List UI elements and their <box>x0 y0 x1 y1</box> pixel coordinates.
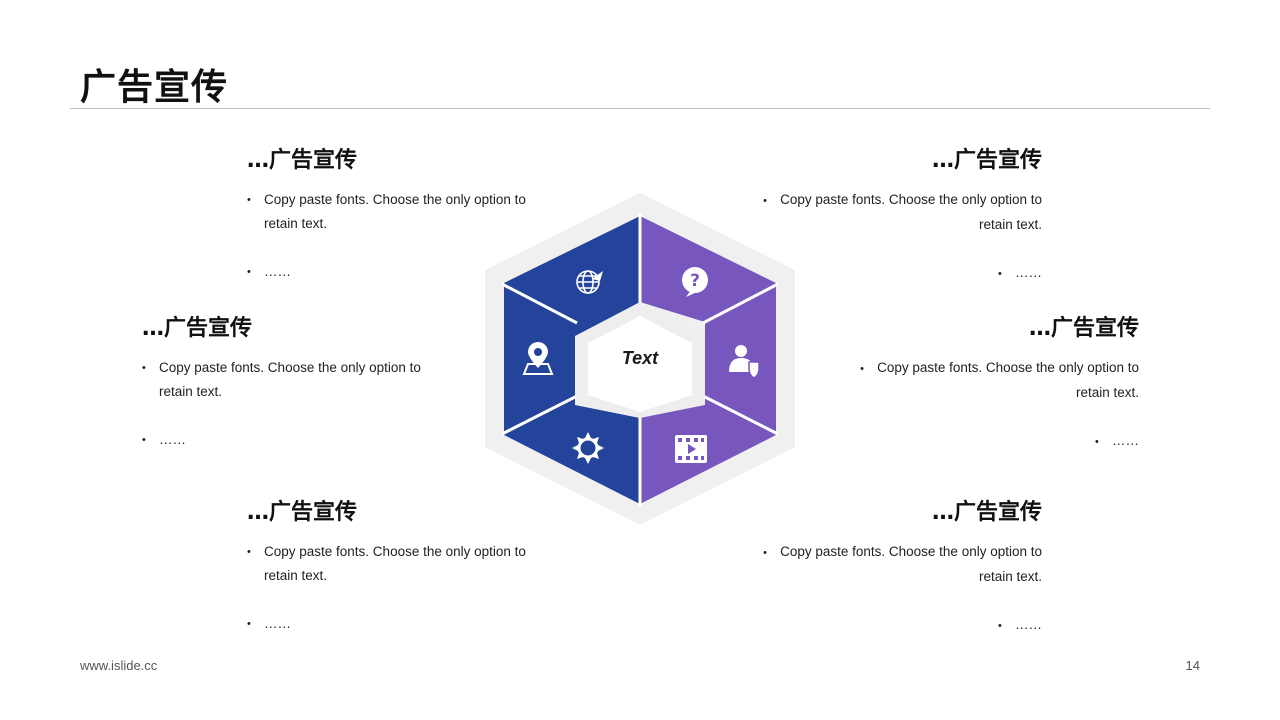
bullet-item: Copy paste fonts. Choose the only option… <box>247 188 547 236</box>
bullet-item: •…… <box>998 617 1042 632</box>
hexagon-diagram: ? <box>485 193 795 525</box>
bullet-item: …… <box>247 260 547 284</box>
text-block-top-right: …广告宣传 •Copy paste fonts. Choose the only… <box>742 146 1042 286</box>
block-heading: …广告宣传 <box>931 500 1042 525</box>
segment-separators <box>501 214 779 506</box>
footer-website: www.islide.cc <box>80 658 158 673</box>
title-divider <box>70 108 1210 109</box>
text-block-middle-left: …广告宣传 Copy paste fonts. Choose the only … <box>142 314 442 452</box>
bullet-item: Copy paste fonts. Choose the only option… <box>247 540 547 588</box>
hexagon-segment-2 <box>640 216 776 322</box>
film-play-icon <box>675 435 707 463</box>
bullet-item: …… <box>247 612 547 636</box>
person-shield-icon <box>729 345 760 379</box>
bullet-item: •…… <box>1095 433 1139 448</box>
page-number: 14 <box>1185 658 1200 673</box>
globe-plane-icon <box>576 270 603 294</box>
map-pin-icon <box>522 342 554 375</box>
hexagon-segment-5 <box>504 397 640 504</box>
block-heading: …广告宣传 <box>247 148 358 173</box>
bullet-item: •…… <box>998 265 1042 280</box>
question-bubble-icon: ? <box>682 267 708 297</box>
sun-gear-icon <box>572 432 604 464</box>
bullet-item: •Copy paste fonts. Choose the only optio… <box>860 360 1139 400</box>
hub-center-label: Text <box>621 348 659 368</box>
block-heading: …广告宣传 <box>1028 316 1139 341</box>
slide-title: 广告宣传 <box>80 67 229 108</box>
block-heading: …广告宣传 <box>142 316 253 341</box>
text-block-bottom-left: …广告宣传 Copy paste fonts. Choose the only … <box>247 498 547 636</box>
text-block-middle-right: …广告宣传 •Copy paste fonts. Choose the only… <box>839 314 1139 454</box>
hexagon-segment-4 <box>640 397 776 504</box>
block-heading: …广告宣传 <box>247 500 358 525</box>
center-hexagon <box>588 316 692 412</box>
block-heading: …广告宣传 <box>931 148 1042 173</box>
text-block-bottom-right: …广告宣传 •Copy paste fonts. Choose the only… <box>742 498 1042 638</box>
text-block-top-left: …广告宣传 Copy paste fonts. Choose the only … <box>247 146 547 284</box>
bullet-item: •Copy paste fonts. Choose the only optio… <box>763 544 1042 584</box>
svg-text:?: ? <box>690 271 700 291</box>
bullet-item: …… <box>142 428 442 452</box>
bullet-item: Copy paste fonts. Choose the only option… <box>142 356 442 404</box>
bullet-item: •Copy paste fonts. Choose the only optio… <box>763 192 1042 232</box>
